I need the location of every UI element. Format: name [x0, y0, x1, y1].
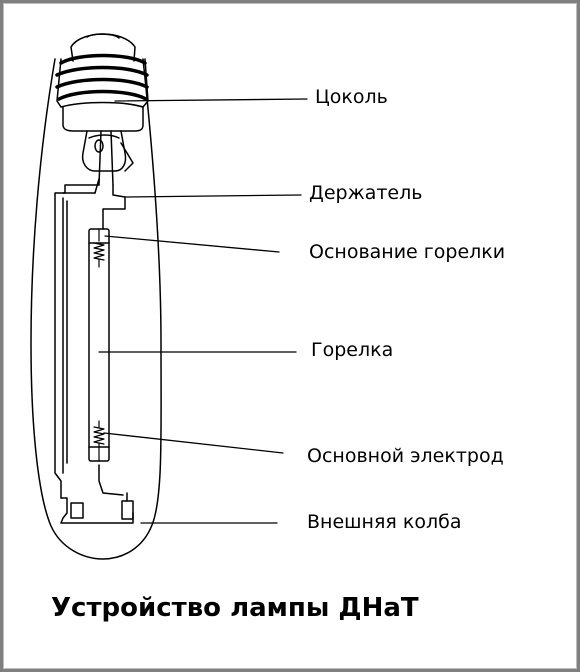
label-outer-bulb: Внешняя колба — [307, 511, 462, 533]
lower-electrode — [93, 420, 105, 462]
glass-stem — [81, 130, 134, 186]
holder-frame — [54, 178, 134, 524]
label-main-electrode: Основной электрод — [307, 445, 504, 467]
label-base: Цоколь — [315, 86, 388, 108]
outer-bulb-outline — [30, 58, 162, 560]
label-holder: Держатель — [309, 182, 423, 204]
leader-holder — [124, 194, 302, 198]
diagram-title: Устройство лампы ДНаТ — [51, 593, 419, 623]
lamp-drawing — [30, 33, 308, 560]
leader-burner-base — [104, 235, 280, 253]
label-burner: Горелка — [311, 339, 394, 361]
upper-electrode — [93, 228, 105, 268]
leader-base — [114, 98, 308, 102]
leader-main-electrode — [103, 432, 284, 454]
screw-base — [55, 33, 149, 132]
label-burner-base: Основание горелки — [309, 241, 506, 263]
